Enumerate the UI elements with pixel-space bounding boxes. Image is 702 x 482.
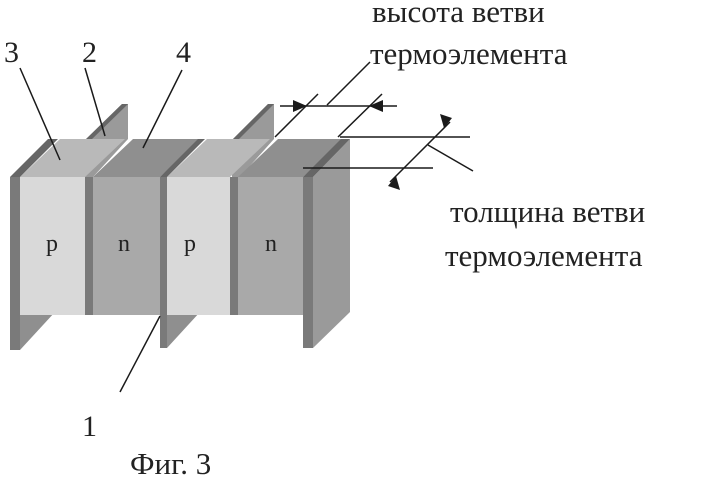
segment-label-n2: n bbox=[265, 232, 277, 256]
segment-label-n1: n bbox=[118, 232, 130, 256]
plate-5-edge bbox=[303, 177, 313, 348]
plate-1-edge bbox=[10, 177, 20, 350]
segment-label-p2: p bbox=[184, 232, 196, 256]
height-leader bbox=[327, 62, 370, 105]
plate-4-edge bbox=[230, 177, 238, 315]
plate-2-edge bbox=[85, 177, 93, 315]
callout-2: 2 bbox=[82, 38, 97, 68]
callout-1: 1 bbox=[82, 412, 97, 442]
plate-3-edge bbox=[160, 177, 167, 348]
p-segment-2-front bbox=[167, 177, 230, 315]
thickness-label-line-2: термоэлемента bbox=[445, 240, 642, 271]
thickness-leader bbox=[428, 145, 473, 171]
arrow-icon bbox=[293, 100, 307, 112]
leader-1 bbox=[120, 316, 160, 392]
leader-3 bbox=[20, 68, 60, 160]
callout-4: 4 bbox=[176, 38, 191, 68]
leader-2 bbox=[85, 68, 105, 136]
height-ext-line-2 bbox=[338, 94, 382, 137]
figure-caption: Фиг. 3 bbox=[130, 448, 211, 479]
callout-3: 3 bbox=[4, 38, 19, 68]
height-ext-line-1 bbox=[275, 94, 318, 137]
leader-4 bbox=[143, 70, 182, 148]
arrow-icon bbox=[369, 100, 383, 112]
thickness-label-line-1: толщина ветви bbox=[450, 196, 645, 227]
height-label-line-1: высота ветви bbox=[372, 0, 545, 27]
segment-label-p1: p bbox=[46, 232, 58, 256]
height-label-line-2: термоэлемента bbox=[370, 38, 567, 69]
